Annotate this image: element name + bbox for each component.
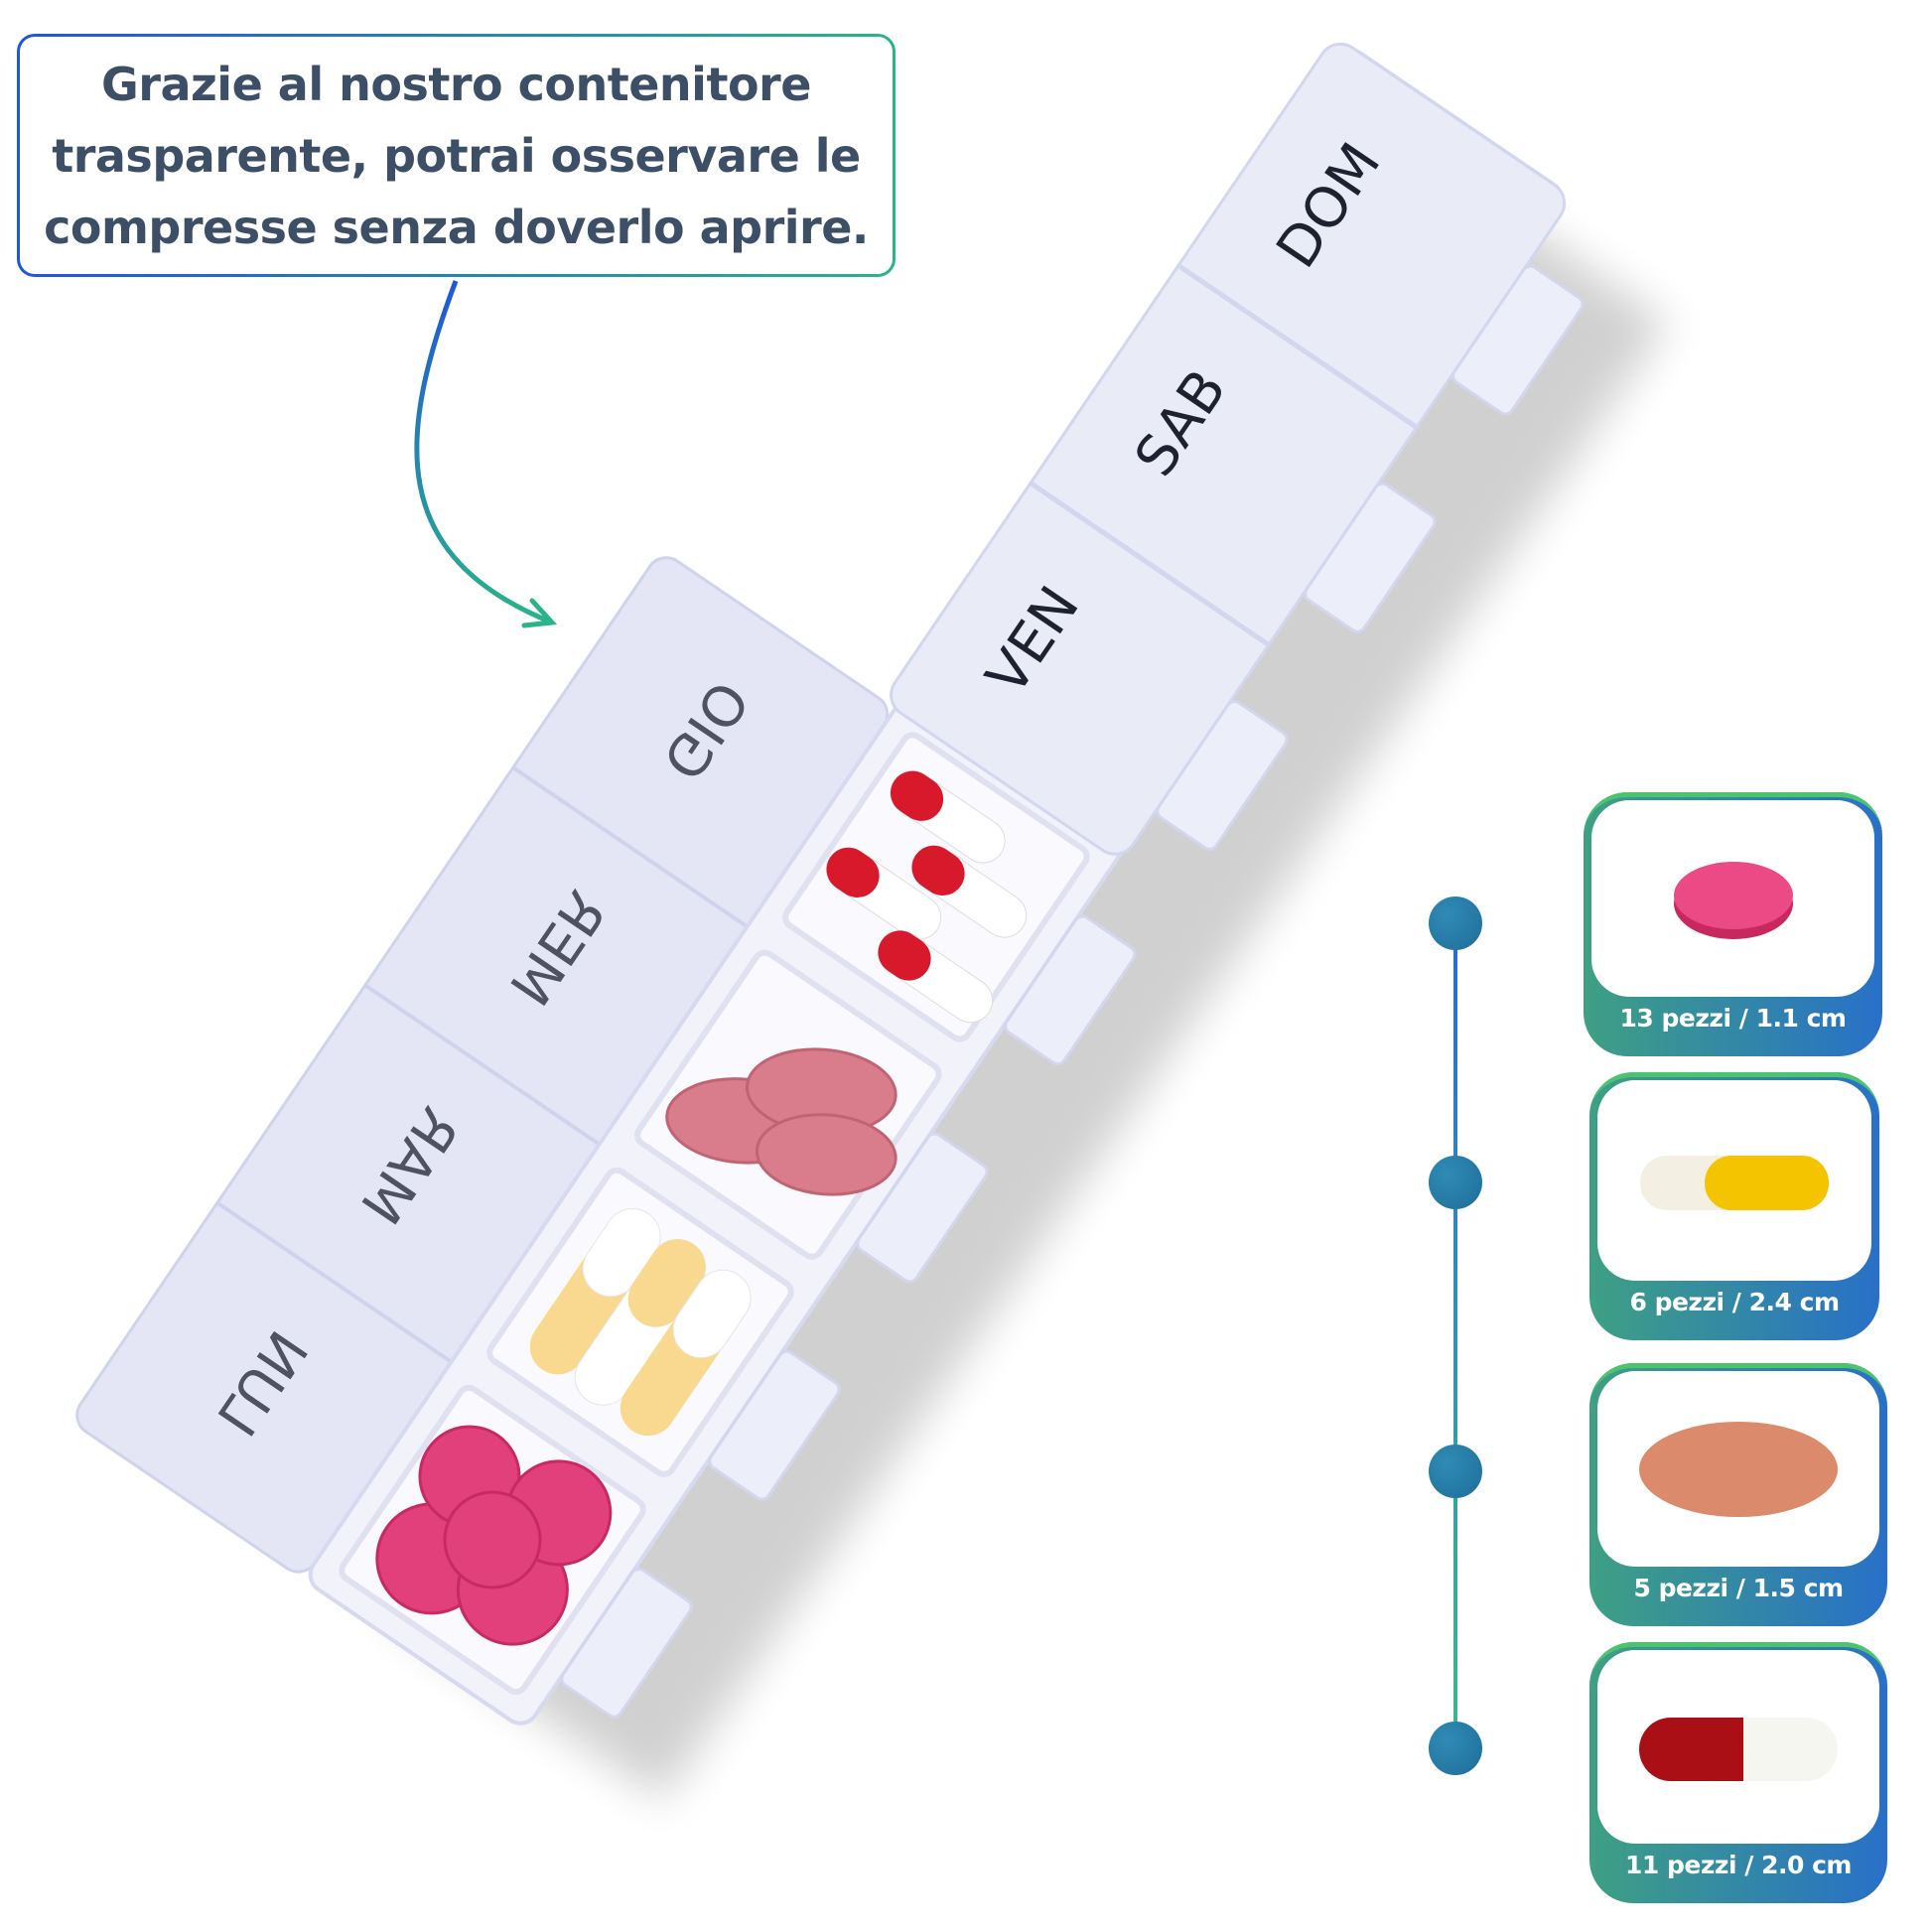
yellow-white-capsule-icon (1640, 1156, 1829, 1210)
round-pink-tablet-icon (1673, 862, 1793, 939)
pill-card-label: 11 pezzi / 2.0 cm (1625, 1851, 1852, 1879)
pill-card-label: 5 pezzi / 1.5 cm (1633, 1574, 1844, 1602)
callout-line-2: trasparente, potrai osservare le (52, 128, 861, 183)
callout-text: Grazie al nostro contenitore trasparente… (44, 49, 869, 263)
yellow-capsules (529, 1207, 752, 1437)
timeline-line (1453, 923, 1457, 1749)
oval-salmon-tablet-icon (1639, 1421, 1838, 1517)
pill-card-red-capsule: 11 pezzi / 2.0 cm (1589, 1642, 1887, 1903)
pill-card-oval-tablet: 5 pezzi / 1.5 cm (1589, 1363, 1887, 1626)
pill-card-label: 13 pezzi / 1.1 cm (1619, 1004, 1847, 1033)
red-white-capsule-icon (1639, 1717, 1838, 1781)
callout-line-3: compresse senza doverlo aprire. (44, 200, 869, 254)
timeline-dot (1429, 1445, 1482, 1498)
pill-card-label: 6 pezzi / 2.4 cm (1629, 1288, 1840, 1316)
pill-card-round-tablet: 13 pezzi / 1.1 cm (1584, 792, 1882, 1056)
pill-card-yellow-capsule: 6 pezzi / 2.4 cm (1589, 1072, 1879, 1340)
callout-line-1: Grazie al nostro contenitore (101, 57, 811, 111)
red-capsules (826, 770, 1028, 1024)
arrow-head-icon (521, 598, 558, 628)
timeline-dot (1429, 1156, 1482, 1209)
curved-arrow-icon (414, 280, 553, 625)
timeline-dot (1429, 897, 1482, 950)
pink-tablets (375, 1425, 613, 1646)
timeline-dot (1429, 1722, 1482, 1775)
callout-box: Grazie al nostro contenitore trasparente… (17, 34, 896, 277)
salmon-tablets (665, 1047, 897, 1196)
